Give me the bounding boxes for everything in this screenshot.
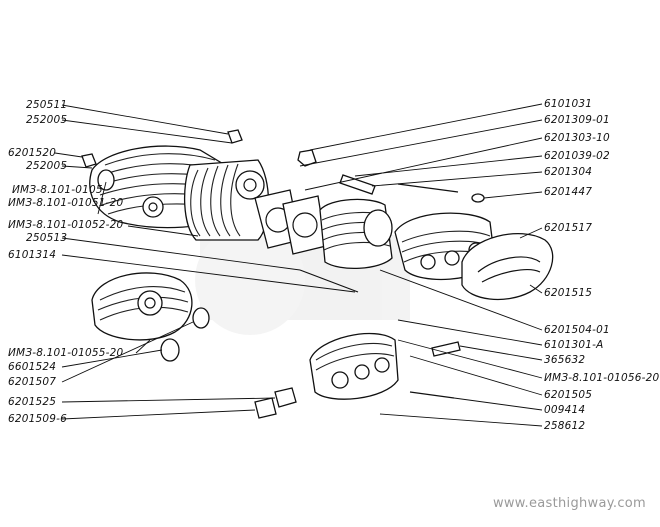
pushrod-tube — [339, 174, 376, 195]
stud-258612 — [409, 391, 455, 399]
right-cylinder-barrel — [319, 198, 393, 270]
label-6101031: 6101031 — [544, 98, 593, 110]
nut-6201520 — [81, 153, 97, 168]
gasket-ring — [192, 307, 210, 329]
lower-left-valve-cover — [91, 272, 193, 341]
label-6201039-02: 6201039-02 — [544, 150, 610, 162]
label-6201525: 6201525 — [8, 396, 57, 408]
label-imz-0105: ИМЗ-8.101-0105 — [12, 184, 103, 196]
nut-250511 — [227, 129, 243, 144]
label-250511: 250511 — [26, 99, 68, 111]
label-250513: 250513 — [26, 232, 68, 244]
label-252005-top: 252005 — [26, 114, 68, 126]
label-6201309-01: 6201309-01 — [544, 114, 610, 126]
seal-6601524 — [160, 338, 180, 362]
leader-lines-right — [299, 103, 543, 427]
stud-6101314 — [299, 269, 359, 293]
right-valve-cover — [461, 232, 554, 301]
watermark-url: www.easthighway.com — [492, 496, 646, 511]
label-6601524: 6601524 — [8, 361, 57, 373]
label-6201515: 6201515 — [544, 287, 593, 299]
label-252005-second: 252005 — [26, 160, 68, 172]
label-6201447: 6201447 — [544, 186, 593, 198]
washer-6201447 — [471, 193, 485, 203]
label-6201505: 6201505 — [544, 389, 593, 401]
label-6201304: 6201304 — [544, 166, 593, 178]
label-6101314: 6101314 — [8, 249, 57, 261]
label-imz-01052-20: ИМЗ-8.101-01052-20 — [8, 219, 124, 231]
lower-cylinder-head — [309, 332, 399, 400]
label-6201303-10: 6201303-10 — [544, 132, 610, 144]
label-imz-01056-20: ИМЗ-8.101-01056-20 — [544, 372, 660, 384]
leader-lines-left — [54, 104, 356, 420]
label-6201507: 6201507 — [8, 376, 57, 388]
cap-6201509-6 — [254, 397, 277, 419]
label-009414: 009414 — [544, 404, 586, 416]
rocker-shaft — [431, 341, 461, 357]
label-6201520: 6201520 — [8, 147, 57, 159]
label-6201504-01: 6201504-01 — [544, 324, 610, 336]
label-6101301-a: 6101301-А — [544, 339, 604, 351]
label-6201509-6: 6201509-6 — [8, 413, 68, 425]
label-imz-01051-20: ИМЗ-8.101-01051-20 — [8, 197, 124, 209]
label-258612: 258612 — [544, 420, 586, 432]
label-imz-01055-20: ИМЗ-8.101-01055-20 — [8, 347, 124, 359]
cap-6201525 — [274, 387, 297, 408]
pushrod — [397, 183, 459, 193]
label-365632: 365632 — [544, 354, 586, 366]
label-6201517: 6201517 — [544, 222, 593, 234]
left-cylinder-barrel — [183, 159, 270, 241]
